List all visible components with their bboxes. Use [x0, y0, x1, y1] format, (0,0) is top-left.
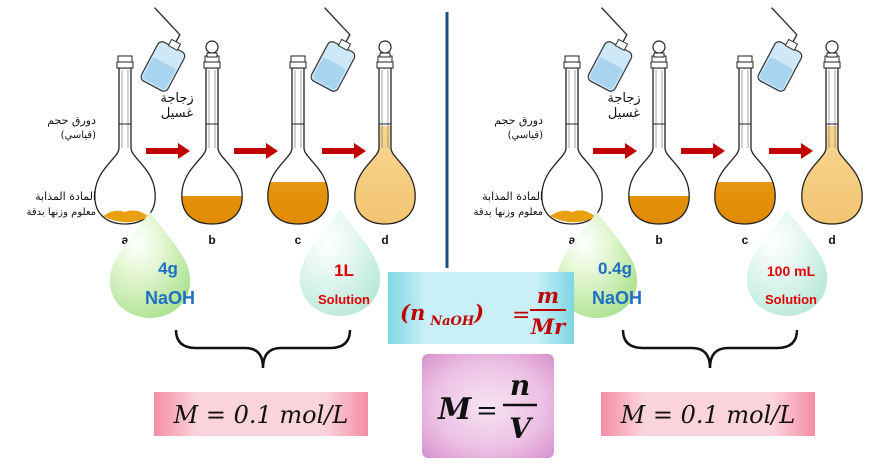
arrow-c-d [322, 143, 366, 159]
step-letter-d: d [828, 233, 835, 247]
flask-label: (قياسي) [61, 130, 96, 141]
step-letter-c: c [742, 233, 749, 247]
mass-substance: NaOH [145, 288, 195, 308]
solute-label: معلوم وزنها بدقة [27, 207, 96, 218]
solute-label: المادة المذابة [482, 190, 543, 203]
flask-d-1 [801, 55, 863, 225]
solute-label: معلوم وزنها بدقة [474, 207, 543, 218]
flask-b-0 [181, 55, 243, 225]
mass-value: 4g [158, 259, 178, 278]
flask-a [94, 55, 156, 225]
step-letter-c: c [295, 233, 302, 247]
mass-substance: NaOH [592, 288, 642, 308]
arrow-b-c [681, 143, 725, 159]
step-letter-d: d [381, 233, 388, 247]
flask-b-1 [628, 55, 690, 225]
step-letter-b: b [208, 233, 215, 247]
flask-a [541, 55, 603, 225]
molarity-result: M = 0.1 mol/L [173, 401, 349, 429]
wash-bottle [310, 7, 356, 92]
curly-brace [621, 329, 799, 369]
moles-numerator: m [537, 283, 559, 308]
flask-c-0 [267, 55, 329, 225]
wash-bottle-label: غسيل [161, 106, 193, 121]
volume-unit-label: Solution [765, 292, 817, 307]
flask-label: (قياسي) [508, 130, 543, 141]
molarity-lhs: M [437, 392, 472, 427]
moles-denominator: Mr [530, 314, 567, 339]
wash-bottle-label: زجاجة [160, 91, 193, 106]
solute-label: المادة المذابة [35, 190, 96, 203]
curly-brace [174, 329, 352, 369]
volume-value: 100 mL [767, 263, 816, 279]
volume-drop [299, 210, 381, 316]
flask-stopper [652, 40, 666, 58]
moles-equals: = [512, 303, 530, 328]
wash-bottle [140, 7, 186, 92]
wash-bottle-label: غسيل [608, 106, 640, 121]
molarity-result: M = 0.1 mol/L [620, 401, 796, 429]
molarity-formula-box: M = n V [422, 354, 554, 458]
mass-drop [109, 212, 191, 318]
mass-drop [556, 212, 638, 318]
flask-d-0 [354, 55, 416, 225]
volume-value: 1L [334, 261, 354, 280]
result-box: M = 0.1 mol/L [154, 392, 368, 436]
flask-stopper [378, 40, 392, 58]
volume-unit-label: Solution [318, 292, 370, 307]
wash-bottle [587, 7, 633, 92]
mass-value: 0.4g [598, 259, 632, 278]
flask-stopper [205, 40, 219, 58]
flask-label: دورق حجم [47, 114, 96, 127]
solute-powder [103, 210, 149, 223]
result-box: M = 0.1 mol/L [601, 392, 815, 436]
flask-stopper [825, 40, 839, 58]
step-letter-a: a [122, 233, 129, 247]
molarity-denominator: V [509, 412, 534, 445]
flask-c-1 [714, 55, 776, 225]
molarity-equals: = [476, 396, 498, 426]
volume-drop [746, 210, 828, 316]
molarity-numerator: n [510, 369, 530, 402]
flask-label: دورق حجم [494, 114, 543, 127]
wash-bottle [757, 7, 803, 92]
arrow-a-b [146, 143, 190, 159]
wash-bottle-label: زجاجة [607, 91, 640, 106]
arrow-b-c [234, 143, 278, 159]
solute-powder [550, 210, 596, 223]
step-letter-b: b [655, 233, 662, 247]
step-letter-a: a [569, 233, 576, 247]
arrow-a-b [593, 143, 637, 159]
arrow-c-d [769, 143, 813, 159]
